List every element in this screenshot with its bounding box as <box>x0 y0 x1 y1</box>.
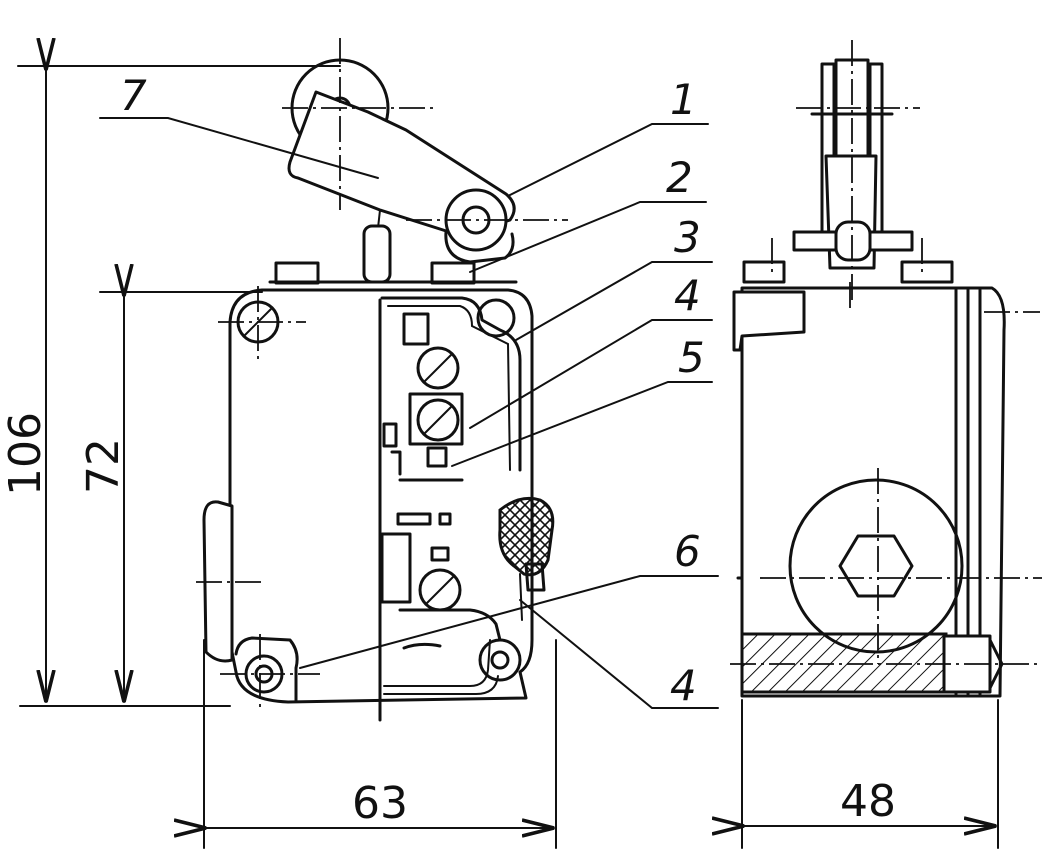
callout-1: 1 <box>670 75 697 124</box>
front-view <box>196 38 568 722</box>
callout-4-upper: 4 <box>674 271 701 320</box>
callout-7: 7 <box>120 71 147 120</box>
callout-5: 5 <box>678 333 705 382</box>
callout-6: 6 <box>674 527 701 576</box>
dimension-63: 63 <box>352 778 408 829</box>
leader-lines <box>99 117 719 709</box>
side-view <box>730 40 1042 698</box>
dimension-48: 48 <box>840 776 896 827</box>
dimension-72: 72 <box>78 438 129 494</box>
plunger <box>362 224 392 284</box>
housing <box>202 288 534 704</box>
fork <box>792 58 914 270</box>
callout-4-lower: 4 <box>670 661 697 710</box>
cutaway <box>380 296 555 695</box>
top-plate <box>268 261 518 285</box>
callout-3: 3 <box>674 213 701 262</box>
callouts: 7 1 2 3 4 5 6 4 <box>120 71 705 710</box>
housing-side <box>732 286 1006 698</box>
callout-2: 2 <box>666 153 693 202</box>
dimension-labels: 106 72 63 48 <box>0 412 896 829</box>
dimension-lines <box>17 66 999 849</box>
dimension-106: 106 <box>0 412 51 496</box>
